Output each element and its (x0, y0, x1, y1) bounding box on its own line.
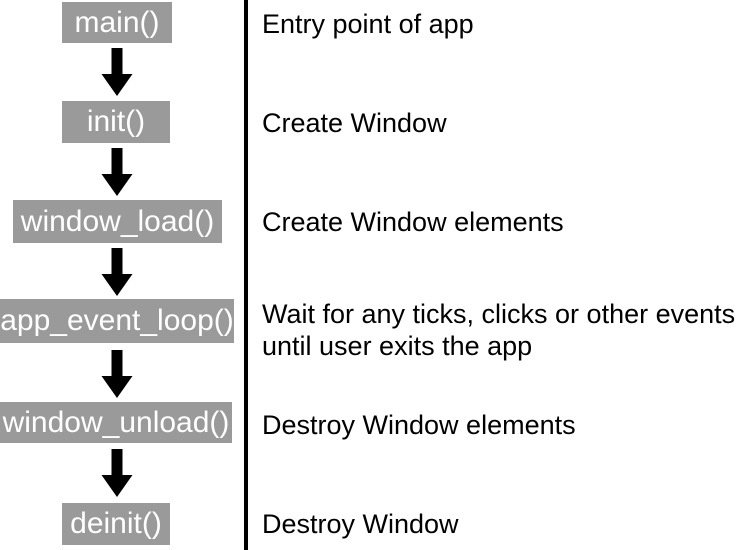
flow-node-main[interactable]: main() (62, 2, 172, 43)
description-init: Create Window (262, 108, 447, 138)
column-divider (244, 0, 248, 550)
flow-node-init[interactable]: init() (62, 101, 170, 143)
flow-node-app-event-loop[interactable]: app_event_loop() (0, 299, 234, 343)
description-main: Entry point of app (262, 9, 474, 39)
arrow-down-icon-window-unload-to-deinit (97, 449, 137, 497)
description-window-load: Create Window elements (262, 207, 564, 237)
flow-node-init-label: init() (86, 105, 146, 138)
description-deinit: Destroy Window (262, 509, 459, 539)
arrow-down-icon-app-event-loop-to-window-unload (97, 350, 137, 398)
description-app-event-loop: Wait for any ticks, clicks or other even… (262, 299, 736, 361)
flow-node-window-load[interactable]: window_load() (13, 200, 222, 243)
flow-node-deinit-label: deinit() (70, 507, 162, 540)
flow-node-window-unload[interactable]: window_unload() (0, 402, 232, 443)
arrow-down-icon-init-to-window-load (97, 148, 137, 196)
flow-node-window-unload-label: window_unload() (2, 405, 230, 439)
description-window-unload: Destroy Window elements (262, 410, 576, 440)
flow-node-deinit[interactable]: deinit() (62, 503, 170, 545)
arrow-down-icon-window-load-to-app-event-loop (97, 248, 137, 296)
flow-node-main-label: main() (74, 5, 160, 39)
arrow-down-icon-main-to-init (97, 48, 137, 96)
flow-node-window-load-label: window_load() (20, 204, 215, 238)
flow-node-app-event-loop-label: app_event_loop() (0, 304, 234, 337)
